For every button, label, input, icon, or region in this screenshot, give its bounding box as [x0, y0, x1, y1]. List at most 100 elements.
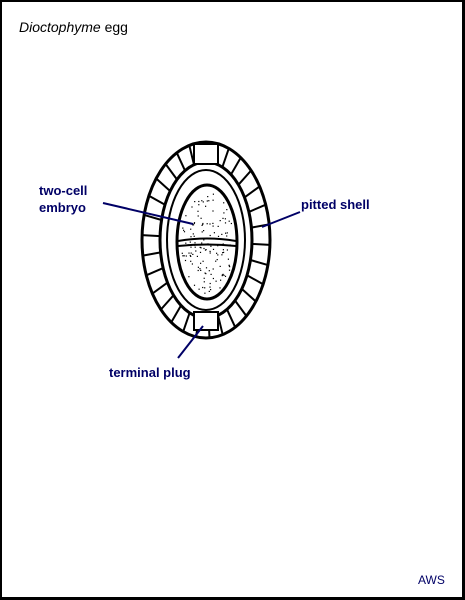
stipple-dot — [210, 289, 212, 291]
stipple-dot — [194, 246, 196, 248]
stipple-dot — [222, 217, 224, 219]
stipple-dot — [197, 210, 199, 212]
stipple-dot — [216, 252, 218, 254]
stipple-dot — [193, 222, 195, 225]
stipple-dot — [225, 232, 227, 234]
stipple-dot — [224, 275, 227, 277]
shell-pit-wall — [142, 234, 161, 238]
stipple-dot — [190, 246, 192, 248]
stipple-dot — [199, 246, 201, 248]
stipple-dot — [212, 210, 214, 212]
stipple-dot — [219, 287, 221, 289]
stipple-dot — [229, 266, 231, 268]
stipple-dot — [222, 252, 224, 254]
stipple-dot — [197, 266, 199, 268]
stipple-dot — [183, 229, 185, 231]
stipple-dot — [224, 222, 227, 224]
stipple-dot — [207, 196, 209, 198]
stipple-dot — [204, 272, 206, 274]
stipple-dot — [209, 234, 211, 237]
stipple-dot — [208, 200, 210, 202]
shell-pit-wall — [237, 169, 252, 186]
stipple-dot — [226, 209, 228, 211]
shell-pit-wall — [221, 148, 230, 168]
stipple-dot — [205, 205, 207, 207]
shell-pits — [142, 142, 270, 338]
stipple-dot — [190, 260, 192, 262]
stipple-dot — [202, 260, 204, 262]
title-rest: egg — [104, 19, 128, 35]
stipple-dot — [223, 202, 225, 204]
author-credit: AWS — [418, 573, 445, 587]
stipple-dot — [212, 199, 214, 201]
stipple-dot — [228, 220, 230, 222]
stipple-dot — [216, 259, 218, 261]
shell-pit-wall — [164, 163, 178, 181]
stipple-dot — [200, 262, 202, 264]
stipple-dot — [189, 241, 191, 243]
stipple-dot — [210, 273, 212, 275]
stipple-dot — [210, 245, 212, 247]
stipple-dot — [201, 224, 203, 226]
stipple-dot — [203, 277, 205, 279]
stipple-dot — [203, 281, 205, 283]
stipple-dot — [202, 223, 204, 225]
shell-pit-wall — [182, 312, 191, 332]
stipple-dot — [227, 258, 229, 260]
stipple-dot — [215, 280, 217, 282]
embryo-label-line2: embryo — [39, 200, 86, 215]
stipple-dot — [193, 284, 196, 286]
stipple-dot — [199, 268, 201, 270]
stipple-dot — [190, 252, 192, 254]
stipple-dot — [219, 265, 221, 267]
stipple-dot — [192, 233, 194, 235]
stipple-dot — [182, 255, 184, 257]
shell-pit-wall — [175, 152, 186, 172]
shell-pit-wall — [243, 185, 261, 199]
shell-pit-wall — [251, 242, 270, 246]
shell-pit-wall — [234, 299, 248, 317]
stipple-dot — [196, 255, 198, 257]
plug-leader-line — [177, 325, 204, 359]
stipple-dot — [201, 200, 203, 202]
stipple-dot — [194, 242, 196, 244]
stipple-dot — [212, 277, 214, 280]
stipple-dot — [203, 239, 205, 241]
stipple-dot — [183, 255, 185, 257]
stipple-dot — [212, 193, 214, 195]
shell-pit-wall — [246, 274, 264, 286]
stipple-dot — [221, 274, 223, 276]
stipple-dot — [192, 224, 195, 226]
shell-pit-wall — [151, 281, 169, 295]
stipple-dot — [194, 201, 196, 203]
stipple-dot — [230, 222, 232, 225]
stipple-dot — [203, 247, 205, 250]
shell-pit-wall — [248, 203, 267, 213]
stipple-dot — [209, 250, 211, 252]
stipple-dot — [222, 273, 224, 275]
stipple-dot — [205, 267, 208, 269]
stipple-dot — [182, 227, 184, 229]
stipple-dot — [205, 273, 207, 275]
stipple-dot — [191, 206, 193, 208]
stipple-dot — [217, 254, 219, 256]
embryo-outline — [175, 183, 239, 301]
stipple-dot — [204, 292, 206, 294]
stipple-dot — [191, 263, 193, 265]
stipple-dot — [198, 200, 200, 203]
stipple-dot — [181, 252, 183, 254]
stipple-dot — [190, 228, 192, 230]
stipple-dot — [201, 242, 203, 244]
stipple-dot — [226, 235, 228, 237]
stipple-dot — [190, 236, 192, 238]
embryo-label: two-cell embryo — [39, 182, 87, 216]
stipple-dot — [209, 223, 211, 225]
stipple-dot — [228, 269, 231, 271]
stipple-dot — [215, 260, 217, 262]
stipple-dot — [220, 279, 222, 281]
stipple-dot — [200, 217, 202, 219]
stipple-dot — [223, 251, 225, 253]
stipple-dot — [190, 255, 192, 257]
shell-pit-wall — [142, 251, 161, 257]
stipple-dot — [200, 269, 202, 271]
